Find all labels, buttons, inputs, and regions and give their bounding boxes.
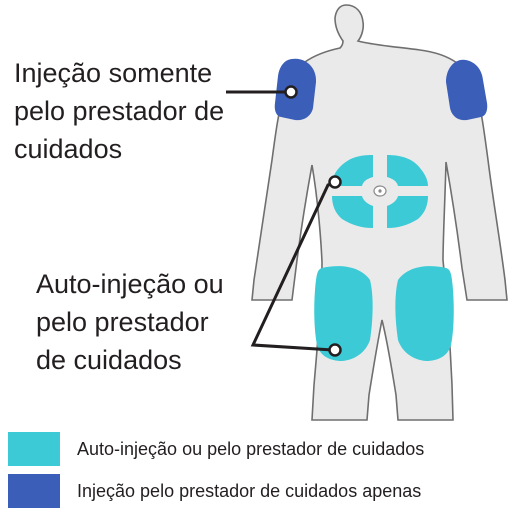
callout-caregiver-only: Injeção somente pelo prestador de cuidad… xyxy=(14,54,224,168)
legend-swatch-self-or-caregiver xyxy=(8,432,60,466)
injection-zone-abdomen-upper-right xyxy=(387,155,428,186)
injection-zone-left-thigh xyxy=(314,266,373,361)
marker-dot-thigh xyxy=(328,343,342,357)
injection-zone-abdomen-lower-left xyxy=(332,196,373,228)
legend-label-self-or-caregiver: Auto-injeção ou pelo prestador de cuidad… xyxy=(77,439,425,459)
callout-self-or-caregiver-line-2: pelo prestador xyxy=(36,307,209,337)
legend-label-caregiver-only: Injeção pelo prestador de cuidados apena… xyxy=(77,481,422,501)
marker-dot-arm xyxy=(284,85,298,99)
injection-zone-abdomen-upper-left xyxy=(332,155,373,186)
marker-dot-abdomen xyxy=(328,175,342,189)
callout-self-or-caregiver-line-1: Auto-injeção ou xyxy=(36,269,224,299)
callout-self-or-caregiver: Auto-injeção ou pelo prestador de cuidad… xyxy=(36,265,224,379)
callout-caregiver-only-line-2: pelo prestador de xyxy=(14,96,225,126)
legend-swatch-caregiver-only xyxy=(8,474,60,508)
injection-zone-right-upper-arm xyxy=(446,59,488,121)
legend-item-self-or-caregiver: Auto-injeção ou pelo prestador de cuidad… xyxy=(8,432,513,466)
callout-caregiver-only-line-1: Injeção somente xyxy=(14,58,213,88)
legend-item-caregiver-only: Injeção pelo prestador de cuidados apena… xyxy=(8,474,513,508)
injection-zone-right-thigh xyxy=(395,266,454,361)
callout-self-or-caregiver-line-3: de cuidados xyxy=(36,345,182,375)
callout-caregiver-only-line-3: cuidados xyxy=(14,134,123,164)
navel-center xyxy=(378,189,382,193)
injection-zone-abdomen-lower-right xyxy=(387,196,428,228)
